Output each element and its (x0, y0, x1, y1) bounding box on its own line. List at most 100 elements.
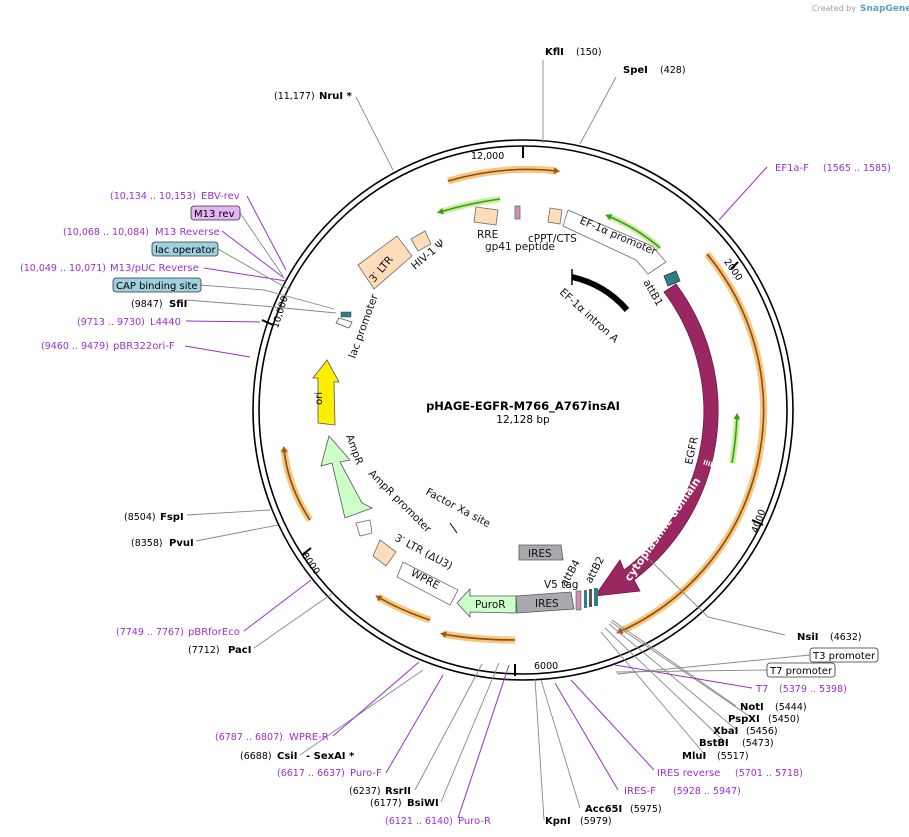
site-spei[interactable]: SpeI (623, 65, 648, 76)
site-mlui-pos: (5517) (717, 751, 749, 762)
label-attB1: attB1 (640, 278, 665, 309)
plasmid-name: pHAGE-EGFR-M766_A767insAI (426, 399, 620, 414)
site-xbai[interactable]: XbaI (713, 726, 738, 737)
credit-text: Created by (812, 4, 856, 13)
site-sexai[interactable]: - SexAI * (306, 751, 355, 762)
site-noti-pos: (5444) (775, 702, 807, 713)
feature-attB1[interactable] (663, 270, 681, 287)
primer-ef1a-f-pos: (1565 .. 1585) (823, 163, 891, 174)
label-rre: RRE (477, 229, 498, 241)
feature-ef1a-intron[interactable] (571, 269, 630, 312)
feature-ampr[interactable] (320, 435, 374, 519)
primer-l4440[interactable]: L4440 (150, 317, 181, 328)
site-mlui[interactable]: MluI (682, 751, 706, 762)
site-pspxi[interactable]: PspXI (728, 714, 760, 725)
primer-m13puc-reverse-pos: (10,049 .. 10,071) (20, 263, 106, 274)
tick-label-12000: 12,000 (471, 151, 504, 162)
feature-ef1a-promoter[interactable] (562, 209, 667, 275)
site-sfii-pos: (9847) (131, 299, 163, 310)
site-bstbi[interactable]: BstBI (699, 738, 729, 749)
primer-pbrforeco-pos: (7749 .. 7767) (116, 627, 184, 638)
feature-3ltr-du3[interactable] (372, 539, 397, 567)
site-nrui[interactable]: NruI * (319, 91, 353, 102)
primer-pbrforeco[interactable]: pBRforEco (188, 627, 240, 638)
tick-label-8000: 8000 (299, 551, 322, 577)
site-fspi[interactable]: FspI (160, 512, 184, 523)
label-ires-2: IRES (535, 598, 559, 610)
plasmid-size: 12,128 bp (496, 414, 550, 426)
label-lac-promoter: lac promoter (347, 292, 381, 360)
box-lac-operator-label: lac operator (155, 245, 216, 256)
factorxa-leader (449, 522, 458, 534)
feature-gp41[interactable] (514, 205, 521, 220)
site-acc65i-pos: (5975) (630, 804, 662, 815)
primer-puro-f[interactable]: Puro-F (350, 768, 382, 779)
feature-attB-cluster[interactable] (575, 588, 598, 611)
box-lac-operator[interactable]: lac operator (151, 241, 219, 257)
site-pvui[interactable]: PvuI (169, 538, 194, 549)
primer-ebv-rev[interactable]: EBV-rev (201, 191, 240, 202)
label-attB2: attB2 (583, 555, 607, 586)
label-puror: PuroR (475, 599, 506, 611)
enzyme-leaders (185, 60, 786, 821)
box-m13rev[interactable]: M13 rev (190, 205, 241, 221)
label-ampr-promoter: AmpR promoter (366, 468, 434, 536)
feature-wpre[interactable] (396, 561, 459, 606)
site-acc65i[interactable]: Acc65I (585, 804, 622, 815)
label-cppt: cPPT/CTS (528, 233, 577, 245)
site-bsiwi-pos: (6177) (370, 798, 402, 809)
tick-label-6000: 6000 (534, 661, 558, 672)
label-cytoplasmic: cytoplasmic domain (622, 475, 704, 584)
box-t7-promoter[interactable]: T7 promoter (766, 662, 836, 678)
site-sfii[interactable]: SfiI (169, 299, 187, 310)
tick-marks (261, 146, 764, 676)
site-kpni[interactable]: KpnI (545, 816, 571, 827)
primer-t7[interactable]: T7 (755, 684, 768, 695)
site-rsrii-pos: (6237) (349, 786, 381, 797)
primer-ef1a-f[interactable]: EF1a-F (775, 163, 809, 174)
primer-m13-reverse-pos: (10,068 .. 10,084) (63, 227, 149, 238)
site-bsiwi[interactable]: BsiWI (407, 798, 439, 809)
feature-ampr-promoter[interactable] (355, 519, 373, 537)
feature-rre[interactable] (473, 206, 499, 226)
primer-ires-f-pos: (5928 .. 5947) (673, 786, 741, 797)
primer-puro-r-pos: (6121 .. 6140) (385, 816, 453, 827)
boxed-leaders (199, 212, 811, 675)
primer-puro-f-pos: (6617 .. 6637) (277, 768, 345, 779)
primer-ires-f[interactable]: IRES-F (624, 786, 656, 797)
green-orfs (436, 196, 741, 464)
feature-ires-1[interactable] (518, 544, 564, 561)
site-pspxi-pos: (5450) (768, 714, 800, 725)
feature-lac-promoter[interactable] (335, 311, 353, 329)
primer-ires-reverse[interactable]: IRES reverse (657, 768, 720, 779)
label-ampr: AmpR (343, 433, 365, 467)
site-paci[interactable]: PacI (228, 645, 251, 656)
site-csii[interactable]: CsiI (277, 751, 297, 762)
site-kfli[interactable]: KflI (545, 47, 564, 58)
tick-label-10000: 10,000 (270, 295, 291, 330)
primer-wpre-r[interactable]: WPRE-R (289, 732, 329, 743)
site-nsii[interactable]: NsiI (797, 632, 818, 643)
feature-hiv-psi[interactable] (410, 230, 432, 252)
box-t3-promoter[interactable]: T3 promoter (809, 647, 879, 663)
site-paci-pos: (7712) (188, 645, 220, 656)
orf-arcs (280, 165, 768, 644)
site-nsii-pos: (4632) (830, 632, 862, 643)
primer-m13-reverse[interactable]: M13 Reverse (155, 227, 220, 238)
site-rsrii[interactable]: RsrII (385, 786, 411, 797)
label-factorxa: Factor Xa site (424, 486, 493, 530)
box-cap-binding-site[interactable]: CAP binding site (112, 277, 202, 293)
site-spei-pos: (428) (660, 65, 686, 76)
tick-label-4000: 4000 (750, 508, 769, 534)
feature-ori[interactable] (312, 359, 340, 426)
primer-pbr322ori-f[interactable]: pBR322ori-F (113, 341, 175, 352)
site-noti[interactable]: NotI (740, 702, 764, 713)
primer-m13puc-reverse[interactable]: M13/pUC Reverse (110, 263, 199, 274)
feature-puror[interactable] (456, 587, 517, 619)
box-m13rev-label: M13 rev (194, 209, 235, 220)
feature-cppt[interactable] (547, 207, 563, 225)
feature-3ltr[interactable] (357, 235, 413, 290)
feature-ires-2[interactable] (515, 591, 575, 614)
primer-puro-r[interactable]: Puro-R (458, 816, 491, 827)
